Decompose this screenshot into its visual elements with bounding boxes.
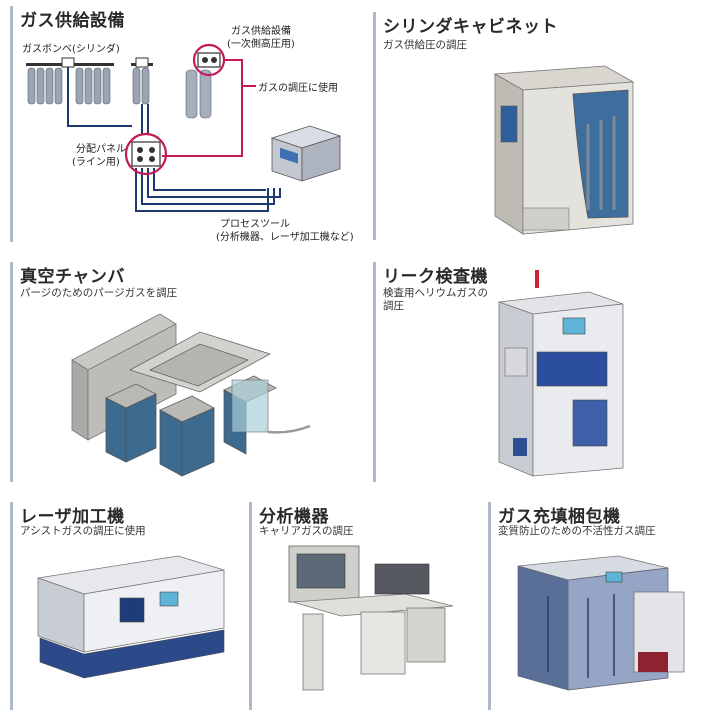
- divider-bar: [10, 6, 13, 242]
- section-leak-tester: リーク検査機 検査用ヘリウムガスの 調圧: [373, 262, 725, 484]
- section-cylinder-cabinet: シリンダキャビネット ガス供給圧の調圧: [373, 12, 725, 242]
- analyzer-illustration: [288, 545, 454, 691]
- label-tool-2: (分析機器、レーザ加工機など): [216, 230, 354, 242]
- section-gas-supply: ガス供給設備 ガスボンベ(シリンダ) ガス供給設備 (一次側高圧用) ガスの調圧…: [10, 6, 362, 242]
- label-supply-1: ガス供給設備: [231, 24, 291, 37]
- label-panel-1: 分配パネル: [76, 143, 126, 155]
- section-title: ガス供給設備: [20, 11, 125, 31]
- section-title: レーザ加工機: [20, 507, 125, 527]
- section-desc: 変質防止のための不活性ガス調圧: [498, 525, 656, 537]
- label-panel-2: (ライン用): [72, 156, 120, 168]
- cylinder-group-left: [27, 67, 111, 105]
- section-title: 真空チャンバ: [20, 267, 125, 287]
- laser-illustration: [37, 555, 225, 679]
- section-desc-2: 調圧: [383, 300, 404, 312]
- leak-tester-illustration: [498, 270, 624, 477]
- label-pressure: ガスの調圧に使用: [258, 81, 338, 94]
- divider-bar: [373, 12, 376, 240]
- supply-lines: [67, 67, 281, 212]
- section-packaging: ガス充填梱包機 変質防止のための不活性ガス調圧: [488, 502, 726, 712]
- section-desc: ガス供給圧の調圧: [383, 39, 467, 51]
- label-tool-1: プロセスツール: [220, 218, 290, 230]
- divider-bar: [249, 502, 252, 710]
- divider-bar: [10, 502, 13, 710]
- section-title: ガス充填梱包機: [498, 507, 621, 527]
- manifold: [26, 57, 153, 68]
- section-analyzer: 分析機器 キャリアガスの調圧: [249, 502, 479, 712]
- packaging-illustration: [517, 555, 685, 691]
- distribution-panel: [124, 132, 168, 176]
- section-desc: キャリアガスの調圧: [259, 525, 354, 537]
- vacuum-chamber-illustration: [71, 313, 311, 477]
- divider-bar: [373, 262, 376, 482]
- gas-supply-diagram: ガスボンベ(シリンダ) ガス供給設備 (一次側高圧用) ガスの調圧に使用 分配パ…: [22, 24, 354, 242]
- cylinder-cabinet-illustration: [493, 65, 635, 235]
- section-title: シリンダキャビネット: [383, 17, 558, 37]
- section-title: 分析機器: [259, 507, 329, 527]
- cylinder-group-mid: [132, 67, 150, 105]
- cylinder-group-right: [185, 69, 212, 119]
- divider-bar: [488, 502, 491, 710]
- section-desc: アシストガスの調圧に使用: [20, 525, 146, 537]
- section-desc-1: 検査用ヘリウムガスの: [383, 287, 488, 299]
- section-desc: パージのためのパージガスを調圧: [20, 287, 178, 299]
- label-supply-2: (一次側高圧用): [227, 37, 295, 50]
- section-title: リーク検査機: [383, 267, 488, 287]
- section-laser: レーザ加工機 アシストガスの調圧に使用: [10, 502, 240, 712]
- section-vacuum-chamber: 真空チャンバ パージのためのパージガスを調圧: [10, 262, 362, 484]
- label-cylinder: ガスボンベ(シリンダ): [22, 42, 120, 55]
- divider-bar: [10, 262, 13, 482]
- pressure-lines: [162, 59, 256, 157]
- process-tool: [270, 125, 342, 182]
